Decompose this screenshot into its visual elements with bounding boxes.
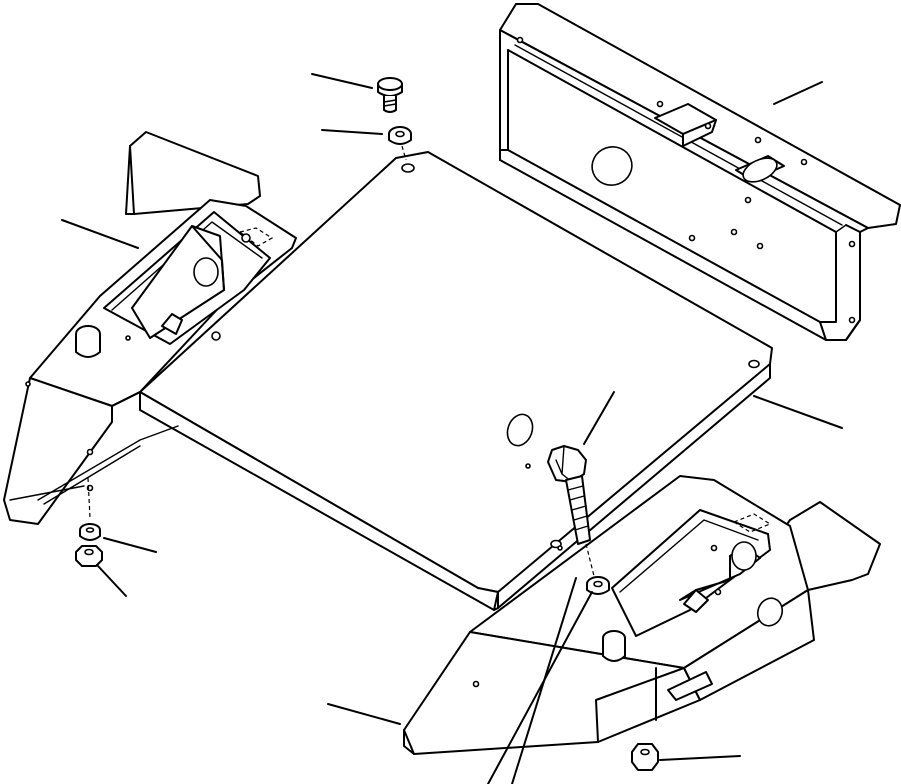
leader-left-nut xyxy=(97,565,127,597)
leader-center-bolt xyxy=(583,391,615,445)
leader-center-washer xyxy=(487,591,593,784)
center-washer xyxy=(586,576,610,595)
leader-center-nut xyxy=(511,577,577,784)
leader-left-bracket xyxy=(61,219,139,249)
leader-lines xyxy=(61,73,843,784)
floor-plate xyxy=(139,151,773,611)
top-bolt xyxy=(377,77,403,113)
right-bracket xyxy=(403,475,881,755)
left-washer xyxy=(79,477,101,541)
leader-right-bracket xyxy=(327,703,401,725)
left-nut xyxy=(75,545,103,567)
leader-top-washer xyxy=(321,129,383,135)
leader-rear-cover xyxy=(773,81,823,105)
rear-cover-box xyxy=(499,3,901,341)
leader-floor-plate xyxy=(753,395,843,429)
center-bolt xyxy=(547,445,595,577)
leader-left-washer xyxy=(103,537,157,553)
left-bracket xyxy=(3,131,297,525)
right-nut xyxy=(631,743,659,771)
leader-right-nut xyxy=(659,755,741,761)
top-washer xyxy=(388,126,412,161)
leader-top-bolt xyxy=(311,73,373,89)
